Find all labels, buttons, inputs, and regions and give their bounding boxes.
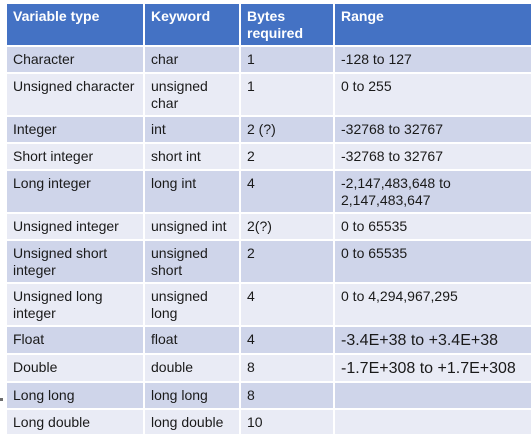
cell-range: -32768 to 32767	[333, 115, 532, 144]
cell-bytes: 2	[239, 239, 335, 284]
table-row: Unsigned long integer unsigned long 4 0 …	[5, 282, 532, 327]
cell-variable-type: Long long	[5, 381, 145, 410]
cell-variable-type: Float	[5, 325, 145, 355]
cell-keyword: int	[143, 115, 241, 144]
cell-bytes: 1	[239, 45, 335, 74]
cell-bytes: 2	[239, 142, 335, 171]
cell-keyword: unsigned int	[143, 212, 241, 241]
cell-range: 0 to 4,294,967,295	[333, 282, 532, 327]
table-row: Character char 1 -128 to 127	[5, 45, 532, 74]
header-range: Range	[333, 2, 532, 47]
table-row: Unsigned short integer unsigned short 2 …	[5, 239, 532, 284]
cell-range: -2,147,483,648 to 2,147,483,647	[333, 169, 532, 214]
table-row: Long integer long int 4 -2,147,483,648 t…	[5, 169, 532, 214]
cell-keyword: short int	[143, 142, 241, 171]
cell-variable-type: Long double	[5, 408, 145, 436]
cell-bytes: 2 (?)	[239, 115, 335, 144]
cell-variable-type: Integer	[5, 115, 145, 144]
cell-keyword: unsigned short	[143, 239, 241, 284]
edge-marker	[0, 398, 3, 401]
table-row: Long double long double 10	[5, 408, 532, 436]
cell-bytes: 10	[239, 408, 335, 436]
cell-bytes: 8	[239, 381, 335, 410]
cell-keyword: double	[143, 353, 241, 383]
table-row: Float float 4 -3.4E+38 to +3.4E+38	[5, 325, 532, 355]
variable-types-table: Variable type Keyword Bytes required Ran…	[5, 2, 532, 436]
cell-variable-type: Unsigned character	[5, 72, 145, 117]
cell-bytes: 1	[239, 72, 335, 117]
table-row: Long long long long 8	[5, 381, 532, 410]
table-row: Unsigned integer unsigned int 2(?) 0 to …	[5, 212, 532, 241]
table-row: Double double 8 -1.7E+308 to +1.7E+308	[5, 353, 532, 383]
cell-range: 0 to 255	[333, 72, 532, 117]
cell-variable-type: Unsigned short integer	[5, 239, 145, 284]
cell-variable-type: Unsigned long integer	[5, 282, 145, 327]
table-row: Short integer short int 2 -32768 to 3276…	[5, 142, 532, 171]
cell-keyword: long long	[143, 381, 241, 410]
cell-keyword: unsigned char	[143, 72, 241, 117]
cell-range: -32768 to 32767	[333, 142, 532, 171]
cell-keyword: long int	[143, 169, 241, 214]
cell-range	[333, 408, 532, 436]
cell-range: 0 to 65535	[333, 239, 532, 284]
cell-bytes: 8	[239, 353, 335, 383]
cell-bytes: 4	[239, 282, 335, 327]
cell-variable-type: Long integer	[5, 169, 145, 214]
header-variable-type: Variable type	[5, 2, 145, 47]
cell-range: -3.4E+38 to +3.4E+38	[333, 325, 532, 355]
table-row: Integer int 2 (?) -32768 to 32767	[5, 115, 532, 144]
cell-keyword: char	[143, 45, 241, 74]
cell-keyword: float	[143, 325, 241, 355]
cell-variable-type: Character	[5, 45, 145, 74]
cell-bytes: 4	[239, 169, 335, 214]
cell-keyword: unsigned long	[143, 282, 241, 327]
cell-range	[333, 381, 532, 410]
header-row: Variable type Keyword Bytes required Ran…	[5, 2, 532, 47]
table-row: Unsigned character unsigned char 1 0 to …	[5, 72, 532, 117]
cell-variable-type: Short integer	[5, 142, 145, 171]
header-bytes-required: Bytes required	[239, 2, 335, 47]
cell-range: 0 to 65535	[333, 212, 532, 241]
cell-bytes: 2(?)	[239, 212, 335, 241]
cell-variable-type: Double	[5, 353, 145, 383]
cell-variable-type: Unsigned integer	[5, 212, 145, 241]
cell-range: -128 to 127	[333, 45, 532, 74]
cell-keyword: long double	[143, 408, 241, 436]
cell-range: -1.7E+308 to +1.7E+308	[333, 353, 532, 383]
header-keyword: Keyword	[143, 2, 241, 47]
cell-bytes: 4	[239, 325, 335, 355]
